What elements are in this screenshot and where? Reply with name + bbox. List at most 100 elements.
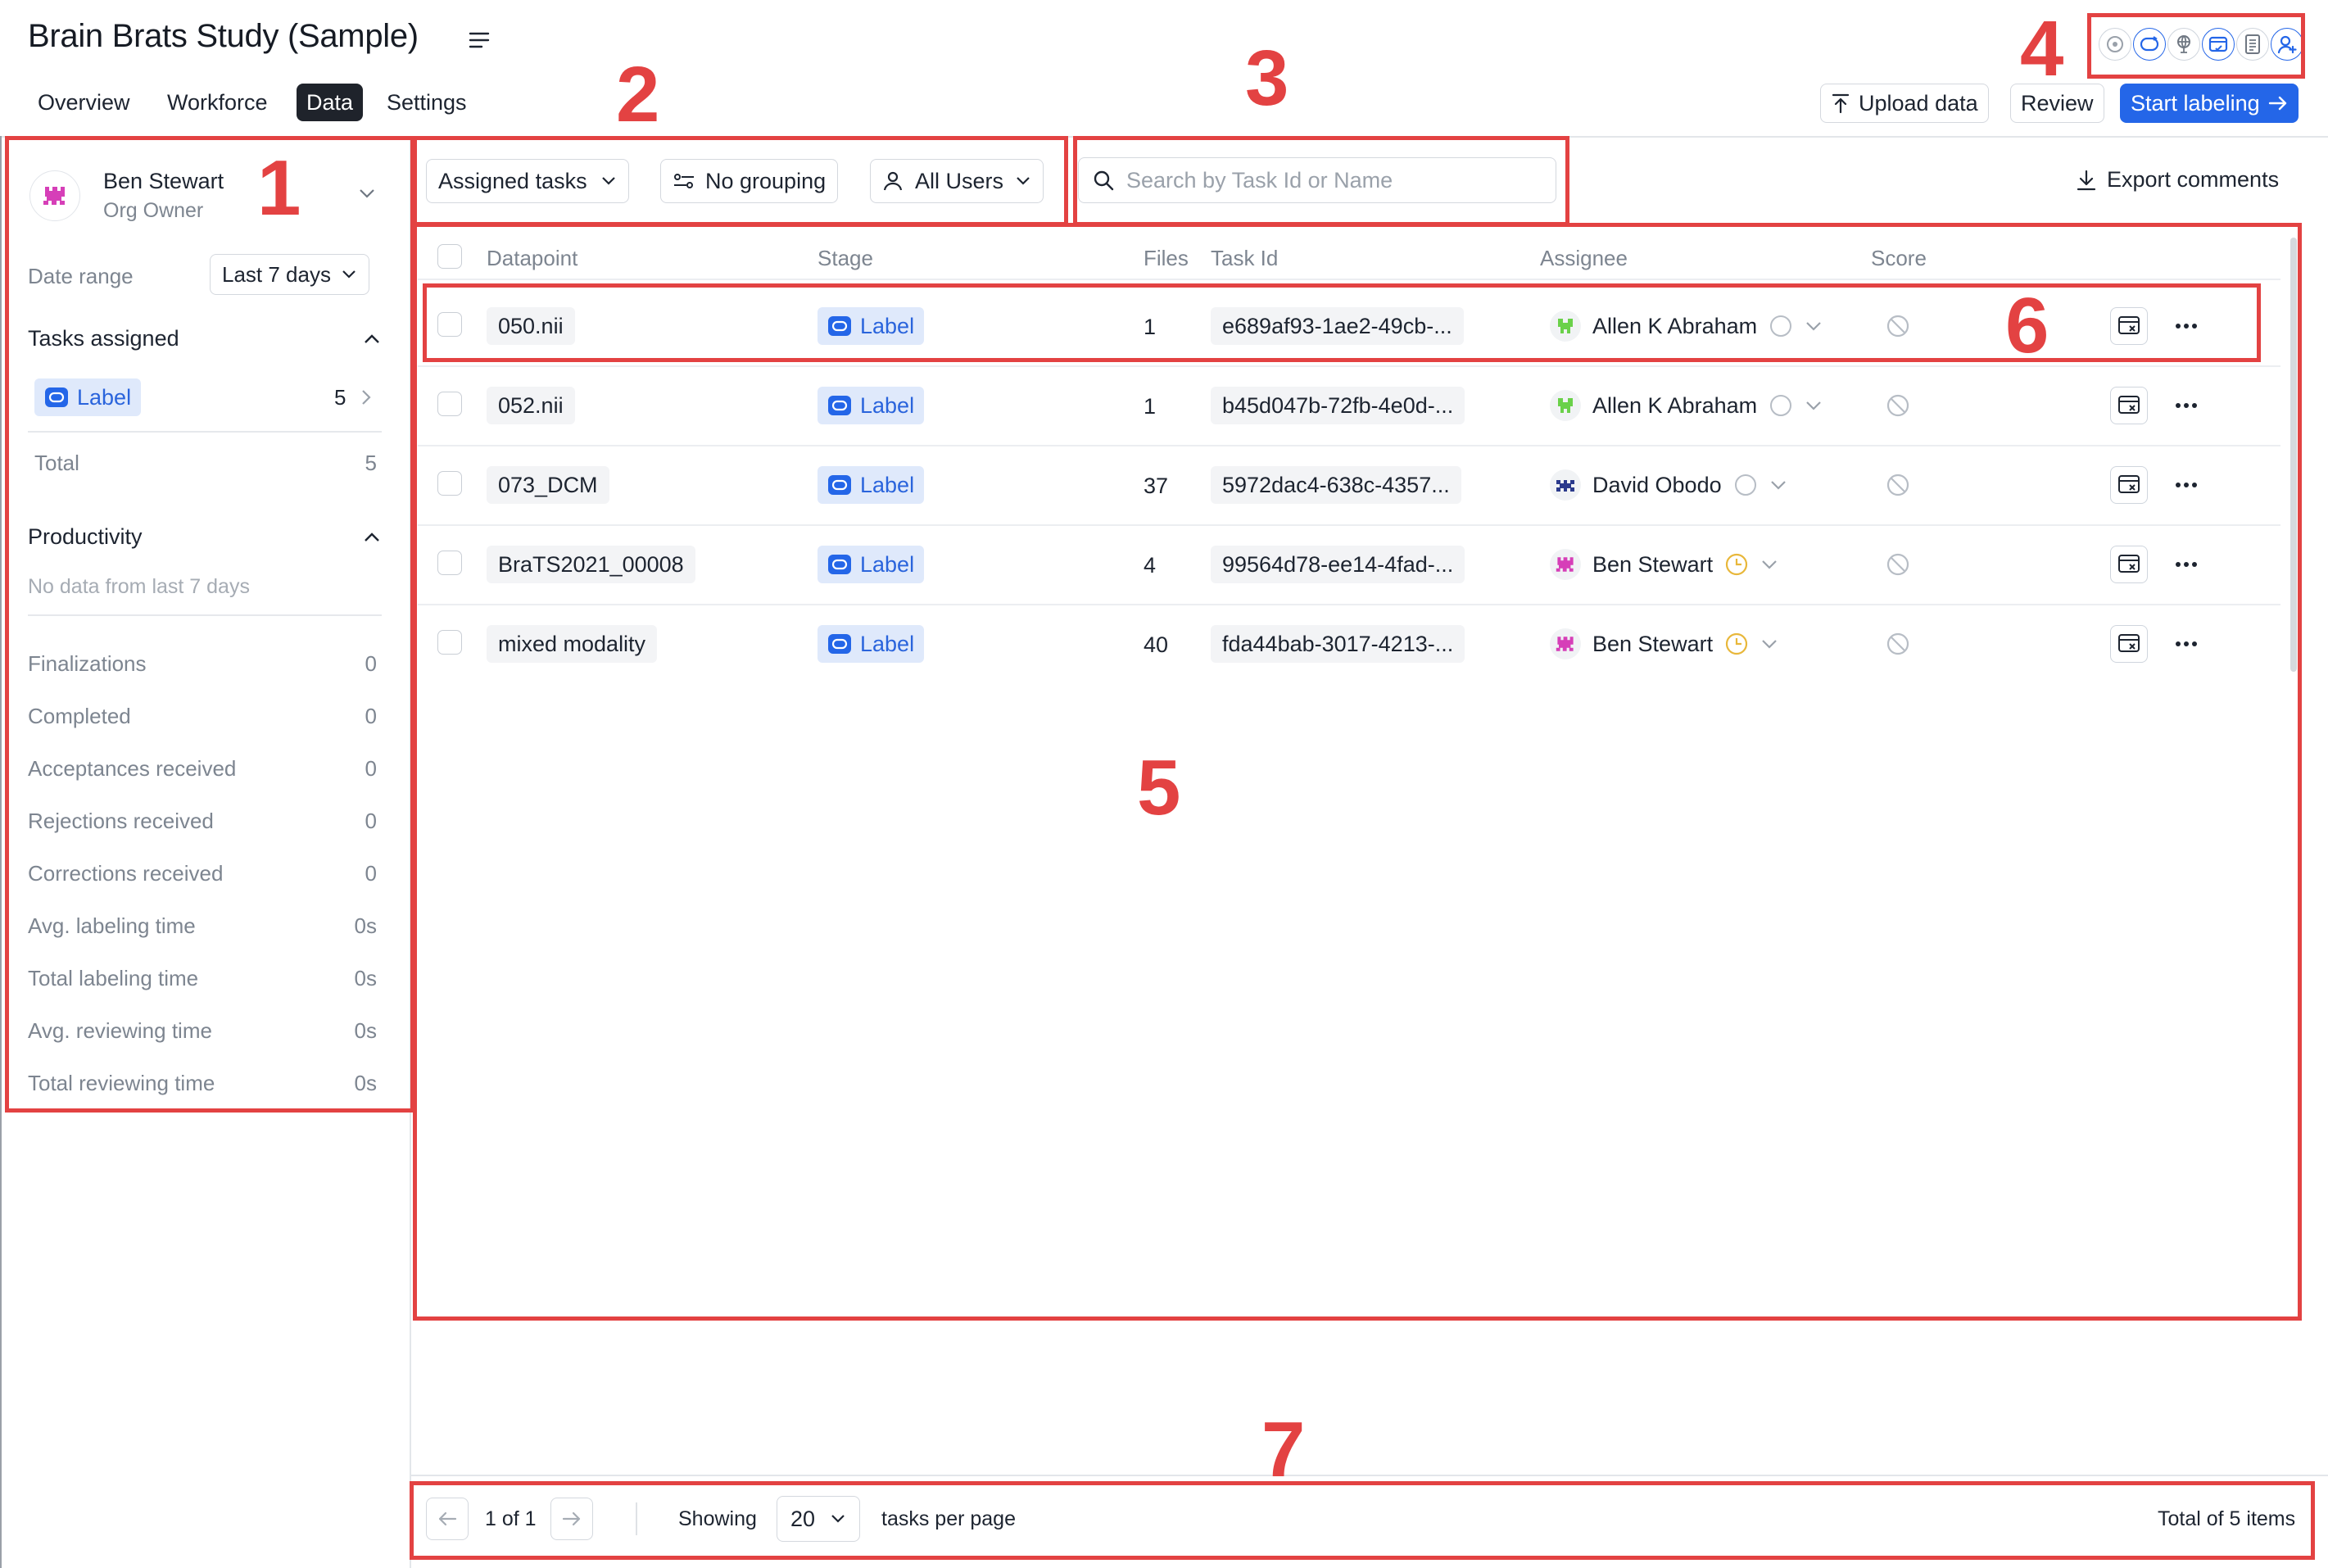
open-task-button[interactable] <box>2110 625 2148 663</box>
start-labeling-button[interactable]: Start labeling <box>2120 84 2299 123</box>
assigned-tasks-filter[interactable]: Assigned tasks <box>426 159 629 203</box>
row-checkbox[interactable] <box>437 312 462 337</box>
datapoint-name[interactable]: mixed modality <box>487 625 658 663</box>
menu-icon[interactable] <box>469 31 490 49</box>
datapoint-name[interactable]: 073_DCM <box>487 466 609 504</box>
open-task-button[interactable] <box>2110 466 2148 504</box>
tab-overview[interactable]: Overview <box>38 90 130 115</box>
row-checkbox[interactable] <box>437 471 462 496</box>
avatar <box>1550 628 1581 659</box>
table-row[interactable]: 073_DCM Label 37 5972dac4-638c-4357... D… <box>418 446 2280 524</box>
column-header-datapoint[interactable]: Datapoint <box>487 246 578 270</box>
metric-label: Avg. reviewing time <box>28 1017 212 1043</box>
datapoint-name[interactable]: 052.nii <box>487 387 575 424</box>
table-row[interactable]: 050.nii Label 1 e689af93-1ae2-49cb-... A… <box>418 287 2280 365</box>
more-options-icon[interactable] <box>2174 323 2199 329</box>
next-page-button[interactable] <box>550 1498 593 1540</box>
per-page-select[interactable]: 20 <box>777 1496 861 1542</box>
add-user-icon[interactable] <box>2271 28 2303 61</box>
stage-label: Label <box>860 392 915 418</box>
table-row[interactable]: BraTS2021_00008 Label 4 99564d78-ee14-4f… <box>418 525 2280 604</box>
annotation-box-row <box>423 283 2261 362</box>
chevron-up-icon <box>365 532 379 542</box>
tasks-assigned-item-label[interactable]: Label 5 <box>34 378 378 416</box>
open-task-button[interactable] <box>2110 387 2148 424</box>
users-filter[interactable]: All Users <box>870 159 1044 203</box>
tab-data[interactable]: Data <box>297 84 364 121</box>
globe-pin-icon[interactable] <box>2167 28 2200 61</box>
tab-workforce[interactable]: Workforce <box>167 90 268 115</box>
column-header-task-id[interactable]: Task Id <box>1211 246 1279 270</box>
label-stage-icon <box>45 387 68 407</box>
stage-chip: Label <box>818 546 925 583</box>
datapoint-name[interactable]: BraTS2021_00008 <box>487 546 695 583</box>
chevron-down-icon[interactable] <box>1805 400 1823 411</box>
annotation-number: 3 <box>1245 34 1289 122</box>
datapoint-name[interactable]: 050.nii <box>487 307 575 345</box>
edit-window-icon[interactable] <box>2202 28 2235 61</box>
more-options-icon[interactable] <box>2174 641 2199 647</box>
stage-chip: Label <box>818 387 925 424</box>
chevron-down-icon[interactable] <box>1760 559 1778 570</box>
users-filter-label: All Users <box>915 168 1004 193</box>
metric-value: 0s <box>354 1070 377 1095</box>
task-id[interactable]: b45d047b-72fb-4e0d-... <box>1211 387 1465 424</box>
row-checkbox[interactable] <box>437 630 462 655</box>
assignee-cell[interactable]: Allen K Abraham <box>1550 390 1823 421</box>
no-score-icon <box>1886 315 1909 338</box>
column-header-score[interactable]: Score <box>1871 246 1927 270</box>
assignee-cell[interactable]: Ben Stewart <box>1550 549 1778 580</box>
column-header-assignee[interactable]: Assignee <box>1540 246 1628 270</box>
date-range-label: Date range <box>28 264 134 288</box>
sidebar-divider <box>410 136 411 1568</box>
date-range-select[interactable]: Last 7 days <box>210 254 369 295</box>
circle-dot-icon[interactable] <box>2099 28 2131 61</box>
search-input[interactable] <box>1126 167 1536 193</box>
open-task-button[interactable] <box>2110 546 2148 583</box>
assignee-cell[interactable]: Allen K Abraham <box>1550 310 1823 342</box>
chevron-down-icon[interactable] <box>1769 479 1787 491</box>
sidebar-separator <box>28 431 382 433</box>
column-header-stage[interactable]: Stage <box>818 246 873 270</box>
task-id[interactable]: 99564d78-ee14-4fad-... <box>1211 546 1465 583</box>
productivity-header[interactable]: Productivity <box>28 524 382 550</box>
select-all-checkbox[interactable] <box>437 244 462 269</box>
tasks-assigned-header[interactable]: Tasks assigned <box>28 326 382 351</box>
tab-settings[interactable]: Settings <box>387 90 467 115</box>
review-button[interactable]: Review <box>2010 84 2104 123</box>
task-id[interactable]: 5972dac4-638c-4357... <box>1211 466 1461 504</box>
chevron-down-icon[interactable] <box>1760 638 1778 650</box>
loop-icon[interactable] <box>2133 28 2166 61</box>
table-row[interactable]: mixed modality Label 40 fda44bab-3017-42… <box>418 605 2280 683</box>
column-header-files[interactable]: Files <box>1144 246 1189 270</box>
open-task-button[interactable] <box>2110 307 2148 345</box>
table-scrollbar[interactable] <box>2290 238 2297 672</box>
user-selector[interactable]: Ben Stewart Org Owner <box>29 169 387 223</box>
chevron-down-icon[interactable] <box>1805 320 1823 332</box>
grouping-select[interactable]: No grouping <box>660 159 839 203</box>
more-options-icon[interactable] <box>2174 482 2199 488</box>
annotation-number: 5 <box>1137 744 1181 832</box>
upload-data-button[interactable]: Upload data <box>1820 84 1989 123</box>
chevron-down-icon <box>360 189 374 198</box>
task-id[interactable]: e689af93-1ae2-49cb-... <box>1211 307 1464 345</box>
more-options-icon[interactable] <box>2174 402 2199 409</box>
assignee-cell[interactable]: David Obodo <box>1550 469 1787 501</box>
user-name: Ben Stewart <box>103 169 224 193</box>
row-separator <box>418 524 2280 526</box>
task-id[interactable]: fda44bab-3017-4213-... <box>1211 625 1465 663</box>
table-row[interactable]: 052.nii Label 1 b45d047b-72fb-4e0d-... A… <box>418 366 2280 445</box>
arrow-left-icon <box>438 1511 457 1526</box>
search-box[interactable] <box>1078 157 1556 203</box>
sidebar-separator <box>28 614 382 616</box>
row-checkbox[interactable] <box>437 392 462 416</box>
row-checkbox[interactable] <box>437 551 462 575</box>
export-comments-button[interactable]: Export comments <box>2076 167 2279 193</box>
productivity-empty: No data from last 7 days <box>28 575 250 598</box>
previous-page-button[interactable] <box>426 1498 469 1540</box>
assignee-cell[interactable]: Ben Stewart <box>1550 628 1778 659</box>
more-options-icon[interactable] <box>2174 561 2199 568</box>
document-icon[interactable] <box>2236 28 2269 61</box>
